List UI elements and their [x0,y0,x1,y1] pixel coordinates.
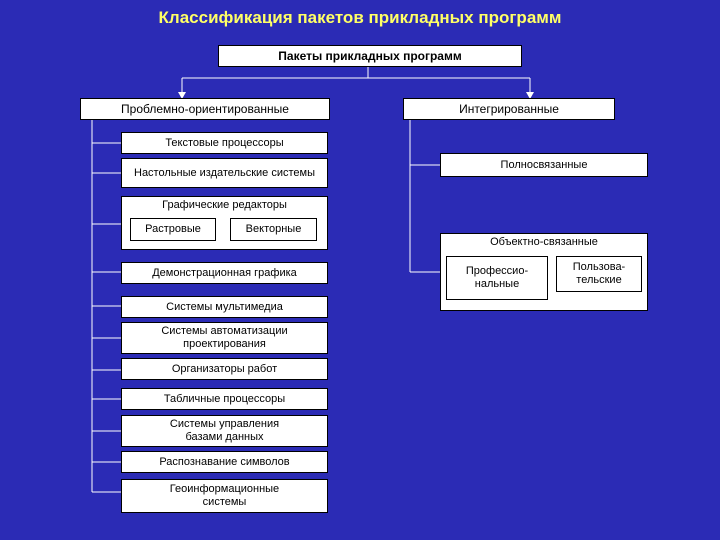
node-label-line1: Геоинформационные [169,483,280,495]
node-vector: Векторные [230,218,317,241]
integrated-label: Интегрированные [459,101,559,116]
node-label-line1: Системы управления [169,418,280,430]
node-desktop-publishing: Настольные издательские системы [121,158,328,188]
node-label-line1: Системы автоматизации [161,325,288,337]
node-label: Демонстрационная графика [152,266,297,279]
integrated-node: Интегрированные [403,98,615,120]
node-label: Графические редакторы [162,199,287,211]
node-label-line1: Пользова- [572,261,626,273]
node-label: Распознавание символов [159,455,290,468]
node-fully-connected: Полносвязанные [440,153,648,177]
node-label: Настольные издательские системы [134,166,315,179]
root-label: Пакеты прикладных программ [278,48,462,63]
node-label: Табличные процессоры [163,392,286,405]
node-dbms: Системы управления базами данных [121,415,328,447]
node-professional: Профессио- нальные [446,256,548,300]
page-title: Классификация пакетов прикладных програм… [158,8,562,27]
node-spreadsheets: Табличные процессоры [121,388,328,410]
node-user: Пользова- тельские [556,256,642,292]
root-node: Пакеты прикладных программ [218,45,522,67]
node-label: Текстовые процессоры [165,136,284,149]
node-label-line2: нальные [474,278,520,290]
node-label-line2: базами данных [185,431,264,443]
node-text-processors: Текстовые процессоры [121,132,328,154]
node-raster: Растровые [130,218,216,241]
node-label: Векторные [245,223,302,235]
node-label: Полносвязанные [500,158,588,171]
node-label-line1: Профессио- [465,265,529,277]
node-gis: Геоинформационные системы [121,479,328,513]
node-multimedia: Системы мультимедиа [121,296,328,318]
problem-oriented-node: Проблемно-ориентированные [80,98,330,120]
problem-oriented-label: Проблемно-ориентированные [121,101,289,116]
node-demo-graphics: Демонстрационная графика [121,262,328,284]
node-label-line2: проектирования [183,338,266,350]
node-label: Растровые [145,223,201,235]
node-label: Объектно-связанные [490,236,598,248]
node-label: Системы мультимедиа [166,300,283,313]
node-ocr: Распознавание символов [121,451,328,473]
node-organizers: Организаторы работ [121,358,328,380]
node-label-line2: тельские [576,274,622,286]
node-label-line2: системы [202,496,247,508]
node-cad: Системы автоматизации проектирования [121,322,328,354]
node-label: Организаторы работ [171,362,278,375]
